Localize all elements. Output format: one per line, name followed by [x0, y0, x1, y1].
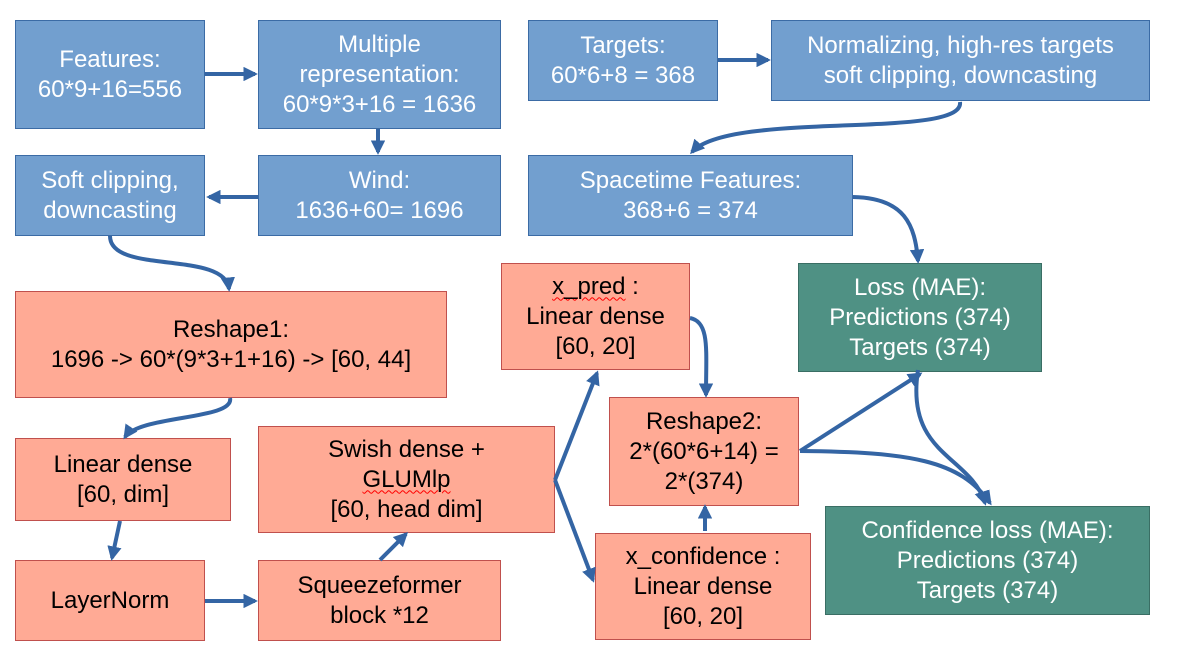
box-squeezeformer: Squeezeformer block *12: [258, 560, 501, 641]
box-spacetime-features-line: Spacetime Features:: [579, 166, 802, 194]
box-spacetime-features: Spacetime Features: 368+6 = 374: [528, 155, 853, 236]
box-loss-line: Targets (374): [849, 333, 991, 361]
box-reshape1: Reshape1: 1696 -> 60*(9*3+1+16) -> [60, …: [15, 291, 447, 398]
box-layernorm-line: LayerNorm: [50, 586, 170, 614]
box-squeezeformer-line: Squeezeformer: [297, 571, 462, 599]
box-wind-line: 1636+60= 1696: [295, 196, 464, 224]
box-x-pred-line: [60, 20]: [555, 332, 636, 360]
box-reshape1-line: 1696 -> 60*(9*3+1+16) -> [60, 44]: [50, 345, 412, 373]
box-squeezeformer-line: block *12: [330, 601, 429, 629]
box-linear-dense-line: Linear dense: [53, 450, 193, 478]
box-features: Features: 60*9+16=556: [15, 20, 205, 129]
arrow-lineardense-to-layernorm: [107, 520, 122, 561]
box-swish-dense-word: GLUMlp: [362, 465, 450, 495]
box-x-pred-title: x_pred :: [552, 272, 639, 302]
arrow-loss-to-confidence: [914, 369, 989, 506]
arrow-reshape2-to-confidence: [799, 449, 992, 506]
box-targets-line: 60*6+8 = 368: [550, 61, 696, 89]
box-reshape2-line: 2*(374): [664, 467, 744, 495]
arrow-spacetime-to-loss: [852, 195, 925, 264]
arrow-swish-to-xconfidence: [553, 479, 596, 583]
box-linear-dense: Linear dense [60, dim]: [15, 438, 231, 521]
box-wind-line: Wind:: [348, 166, 411, 194]
box-x-pred: x_pred : Linear dense [60, 20]: [501, 263, 690, 370]
box-reshape1-line: Reshape1:: [172, 315, 290, 343]
glumlp-word: GLUMlp: [362, 465, 451, 493]
box-soft-clipping: Soft clipping, downcasting: [15, 155, 205, 236]
box-spacetime-features-line: 368+6 = 374: [623, 196, 758, 224]
box-targets-line: Targets:: [580, 31, 666, 59]
box-normalizing: Normalizing, high-res targets soft clipp…: [771, 20, 1150, 101]
box-features-line: Features:: [59, 45, 161, 73]
box-loss-line: Predictions (374): [829, 303, 1011, 331]
box-normalizing-line: soft clipping, downcasting: [823, 61, 1098, 89]
x-pred-word: x_pred: [552, 272, 626, 300]
box-confidence-loss-line: Confidence loss (MAE):: [861, 516, 1114, 544]
arrow-squeezeformer-to-swish: [378, 531, 409, 562]
box-reshape2-line: Reshape2:: [645, 407, 763, 435]
x-pred-suffix: :: [625, 272, 639, 300]
box-confidence-loss: Confidence loss (MAE): Predictions (374)…: [825, 506, 1150, 615]
box-wind: Wind: 1636+60= 1696: [258, 155, 501, 236]
box-targets: Targets: 60*6+8 = 368: [528, 20, 718, 101]
box-reshape2: Reshape2: 2*(60*6+14) = 2*(374): [609, 397, 799, 506]
box-x-confidence-line: x_confidence :: [625, 542, 781, 570]
arrow-swish-to-xpred: [553, 370, 600, 481]
box-confidence-loss-line: Predictions (374): [896, 546, 1079, 574]
box-swish-dense: Swish dense + GLUMlp [60, head dim]: [258, 426, 555, 533]
box-loss: Loss (MAE): Predictions (374) Targets (3…: [798, 263, 1042, 372]
box-swish-dense-line: Swish dense +: [328, 435, 485, 463]
box-features-line: 60*9+16=556: [37, 75, 183, 103]
arrow-normalizing-to-spacetime: [690, 101, 962, 155]
box-normalizing-line: Normalizing, high-res targets: [807, 31, 1114, 59]
box-soft-clipping-line: downcasting: [43, 196, 177, 224]
box-layernorm: LayerNorm: [15, 560, 205, 641]
box-x-confidence-line: Linear dense: [633, 572, 773, 600]
box-multiple-representation-line: Multiple: [338, 30, 421, 58]
box-loss-line: Loss (MAE):: [853, 273, 987, 301]
box-x-confidence: x_confidence : Linear dense [60, 20]: [595, 533, 811, 640]
arrow-reshape2-to-loss: [798, 372, 923, 453]
box-confidence-loss-line: Targets (374): [916, 576, 1059, 604]
box-soft-clipping-line: Soft clipping,: [41, 166, 179, 194]
box-x-pred-line: Linear dense: [526, 302, 665, 330]
box-multiple-representation-line: 60*9*3+16 = 1636: [282, 90, 477, 118]
arrow-xpred-to-reshape2: [689, 316, 714, 398]
arrow-softclip-to-reshape1: [108, 235, 235, 292]
arrow-reshape1-to-lineardense: [123, 397, 233, 440]
box-swish-dense-line: [60, head dim]: [330, 495, 483, 523]
box-x-confidence-line: [60, 20]: [662, 602, 744, 630]
box-reshape2-line: 2*(60*6+14) =: [629, 437, 779, 465]
box-multiple-representation: Multiple representation: 60*9*3+16 = 163…: [258, 20, 501, 129]
box-linear-dense-line: [60, dim]: [76, 480, 170, 508]
box-multiple-representation-line: representation:: [299, 60, 460, 88]
